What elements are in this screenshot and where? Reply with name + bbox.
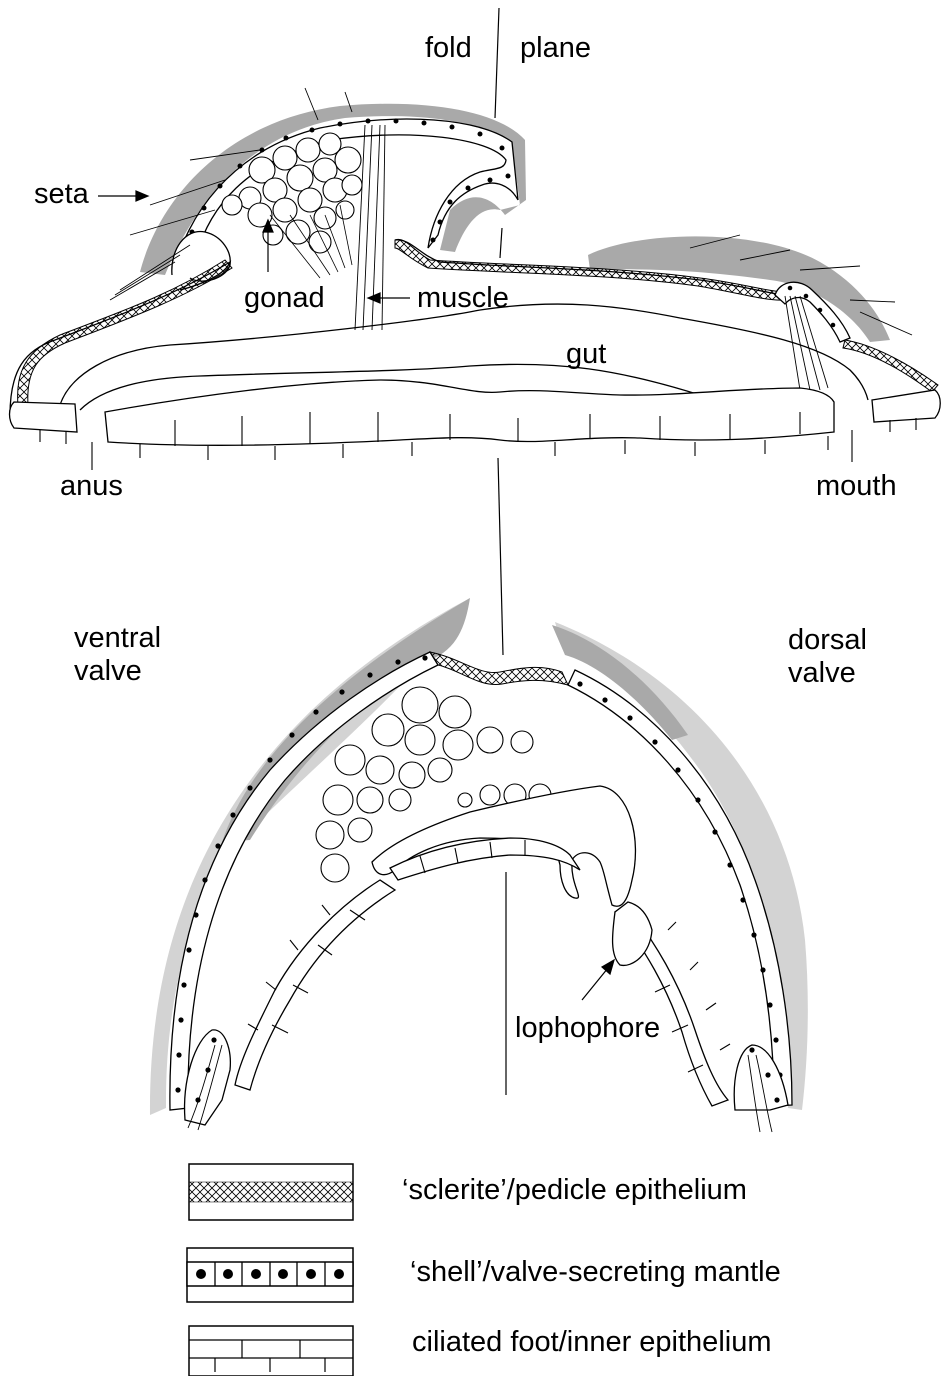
legend-text-foot: ciliated foot/inner epithelium [412,1326,771,1359]
top-sclerite-right [843,340,938,392]
label-plane: plane [520,32,591,65]
bottom-sclerite [430,652,568,685]
label-muscle: muscle [417,282,509,315]
label-mouth: mouth [816,470,897,503]
legend-swatch-foot [189,1326,353,1376]
legend-text-sclerite: ‘sclerite’/pedicle epithelium [402,1174,747,1207]
label-ventral-valve: valve [74,655,142,688]
top-foot [105,380,834,445]
label-anus: anus [60,470,123,503]
label-fold: fold [425,32,472,65]
label-dorsal: dorsal [788,624,867,657]
bottom-foot-left [235,880,395,1090]
legend-text-mantle: ‘shell’/valve-secreting mantle [410,1256,781,1289]
label-ventral: ventral [74,622,161,655]
label-gonad: gonad [244,282,325,315]
label-seta: seta [34,178,89,211]
legend-swatch-sclerite [189,1164,353,1220]
top-sclerite-left [18,260,232,405]
label-gut: gut [566,338,606,371]
label-lophophore: lophophore [515,1012,660,1045]
label-dorsal-valve: valve [788,657,856,690]
legend-swatch-mantle [187,1248,353,1302]
